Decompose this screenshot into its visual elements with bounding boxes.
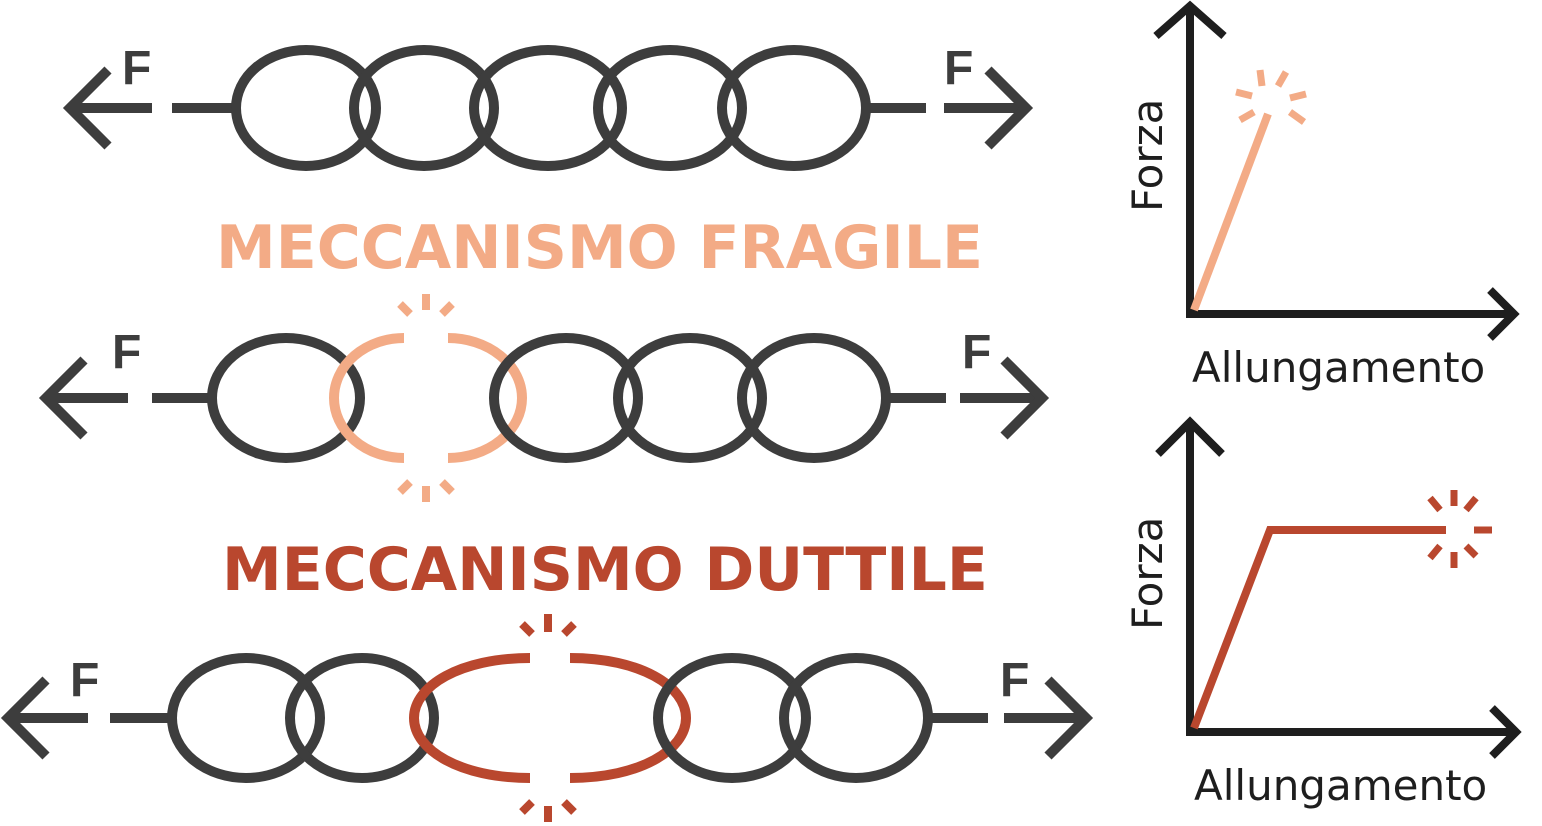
y-axis-label: Forza [1123, 517, 1172, 630]
force-label-right: F [1000, 654, 1029, 707]
left-force-arrow-icon [0, 676, 88, 760]
ductile-title: MECCANISMO DUTTILE [222, 535, 988, 605]
fragile-force-elongation-graph: Forza Allungamento [1123, 0, 1520, 392]
left-force-arrow-icon [38, 356, 128, 440]
chain-link [779, 653, 933, 783]
graph-axes [1153, 0, 1520, 341]
fracture-burst-icon [1427, 490, 1492, 568]
x-axis-label: Allungamento [1192, 343, 1485, 392]
intact-chain [172, 45, 926, 171]
chain-link [489, 333, 643, 463]
ductile-curve [1190, 526, 1446, 730]
x-axis-arrow-icon [1487, 287, 1520, 341]
stretched-broken-link [408, 653, 692, 783]
force-label-right: F [944, 42, 973, 95]
y-axis-label: Forza [1123, 99, 1172, 212]
force-label-left: F [112, 326, 141, 379]
right-force-arrow-icon [960, 356, 1050, 440]
force-label-right: F [962, 326, 991, 379]
left-force-arrow-icon [62, 66, 152, 150]
x-axis-label: Allungamento [1194, 761, 1487, 810]
force-label-left: F [70, 654, 99, 707]
broken-link [329, 333, 527, 463]
chain-link [349, 45, 499, 171]
chain-link [593, 45, 747, 171]
chain-link [285, 653, 439, 783]
fragile-chain [152, 333, 946, 463]
chain-link [167, 653, 325, 783]
graph-axes [1155, 416, 1522, 759]
right-force-arrow-icon [944, 66, 1034, 150]
fracture-burst-icon [1235, 69, 1307, 125]
fracture-burst-icon [519, 614, 577, 822]
chain-link [653, 653, 811, 783]
chain-link [717, 45, 871, 171]
fracture-burst-icon [397, 294, 455, 502]
fragile-title: MECCANISMO FRAGILE [216, 213, 983, 283]
ductile-force-elongation-graph: Forza Allungamento [1123, 416, 1522, 810]
ductile-chain [110, 653, 988, 783]
x-axis-arrow-icon [1489, 705, 1522, 759]
chain-link [737, 333, 891, 463]
chain-link [469, 45, 627, 171]
right-force-arrow-icon [1004, 676, 1094, 760]
force-label-left: F [122, 42, 151, 95]
chain-link [207, 333, 365, 463]
fragile-curve [1190, 112, 1272, 312]
chain-link [613, 333, 767, 463]
chain-link [231, 45, 381, 171]
